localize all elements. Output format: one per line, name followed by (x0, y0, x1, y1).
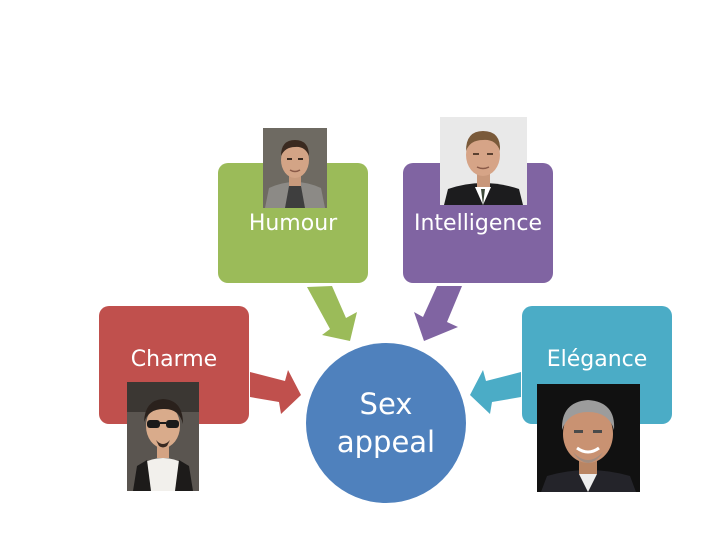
portrait-photo-humour (263, 128, 327, 208)
center-label-line2: appeal (336, 425, 436, 459)
arrow-intelligence (414, 286, 462, 341)
box-intelligence-label: Intelligence (413, 210, 542, 236)
center-circle: Sex appeal (306, 343, 466, 503)
box-charme-label: Charme (130, 346, 218, 372)
portrait-photo-charme (127, 382, 199, 491)
box-elegance-label: Elégance (546, 346, 648, 372)
arrow-charme (250, 370, 301, 414)
arrow-elegance (470, 370, 521, 414)
portrait-photo-elegance (537, 384, 640, 492)
arrow-humour (307, 286, 357, 341)
box-humour-label: Humour (248, 210, 338, 236)
center-label-line1: Sex (359, 387, 413, 421)
portrait-photo-intelligence (440, 117, 527, 205)
